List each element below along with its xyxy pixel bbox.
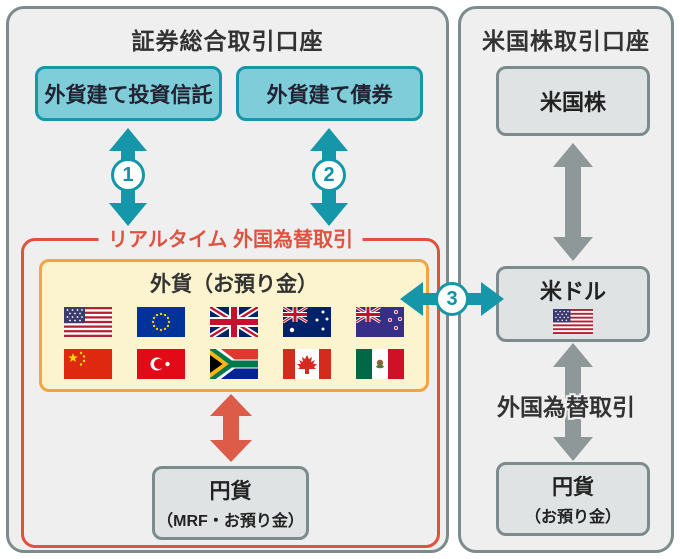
step-1-number: 1 — [122, 163, 134, 186]
realtime-fx-section: リアルタイム 外国為替取引 外貨（お預り金） — [21, 226, 440, 548]
usd-label: 米ドル — [539, 279, 606, 304]
yen-label: 円貨 — [552, 476, 594, 499]
flag-us-icon — [64, 307, 112, 337]
realtime-fx-label: リアルタイム 外国為替取引 — [98, 226, 363, 254]
flag-south-africa-icon — [210, 349, 258, 379]
step-2-number: 2 — [323, 163, 335, 186]
securities-account-panel: 証券総合取引口座 外貨建て投資信託 外貨建て債券 1 2 リアルタイム 外国為替… — [6, 6, 449, 553]
flag-turkey-icon — [137, 349, 185, 379]
flag-row-2 — [42, 349, 426, 379]
flag-new-zealand-icon — [356, 307, 404, 337]
flag-row-1 — [42, 307, 426, 337]
flag-china-icon — [64, 349, 112, 379]
foreign-investment-trust-label: 外貨建て投資信託 — [44, 83, 213, 107]
foreign-bond-label: 外貨建て債券 — [266, 83, 393, 107]
flag-australia-icon — [283, 307, 331, 337]
step-1-badge: 1 — [111, 158, 145, 192]
yen-mrf-deposit-box: 円貨 （MRF・お預り金） — [152, 466, 309, 540]
securities-account-title: 証券総合取引口座 — [131, 28, 324, 54]
step-2-badge: 2 — [312, 158, 346, 192]
usd-yen-arrow-icon — [553, 343, 593, 461]
step-3-badge: 3 — [435, 282, 469, 316]
flag-eu-icon — [137, 307, 185, 337]
us-stock-account-title: 米国株取引口座 — [482, 28, 650, 54]
step-3-number: 3 — [446, 287, 458, 310]
usd-flag-us-icon — [553, 309, 593, 334]
flag-mexico-icon — [356, 349, 404, 379]
yen-label: 円貨 — [209, 480, 252, 503]
stock-usd-arrow-icon — [553, 143, 593, 261]
foreign-currency-deposit-title: 外貨（お預り金） — [150, 273, 318, 296]
foreign-investment-trust-box: 外貨建て投資信託 — [35, 66, 222, 121]
flag-canada-icon — [283, 349, 331, 379]
usd-box: 米ドル — [496, 266, 650, 342]
yen-sublabel: （MRF・お預り金） — [157, 513, 304, 530]
yen-fx-arrow-icon — [210, 394, 252, 462]
fx-trading-label: 外国為替取引 — [497, 394, 635, 420]
us-stock-box: 米国株 — [496, 66, 650, 136]
us-stock-label: 米国株 — [539, 90, 606, 115]
foreign-bond-box: 外貨建て債券 — [236, 66, 423, 121]
foreign-currency-deposit-box: 外貨（お預り金） — [39, 259, 429, 392]
us-stock-account-panel: 米国株取引口座 米国株 米ドル 外国為替取引 円貨 （お預り金） — [458, 6, 674, 553]
flag-uk-icon — [210, 307, 258, 337]
yen-deposit-box: 円貨 （お預り金） — [496, 462, 650, 536]
yen-sublabel: （お預り金） — [524, 509, 621, 526]
